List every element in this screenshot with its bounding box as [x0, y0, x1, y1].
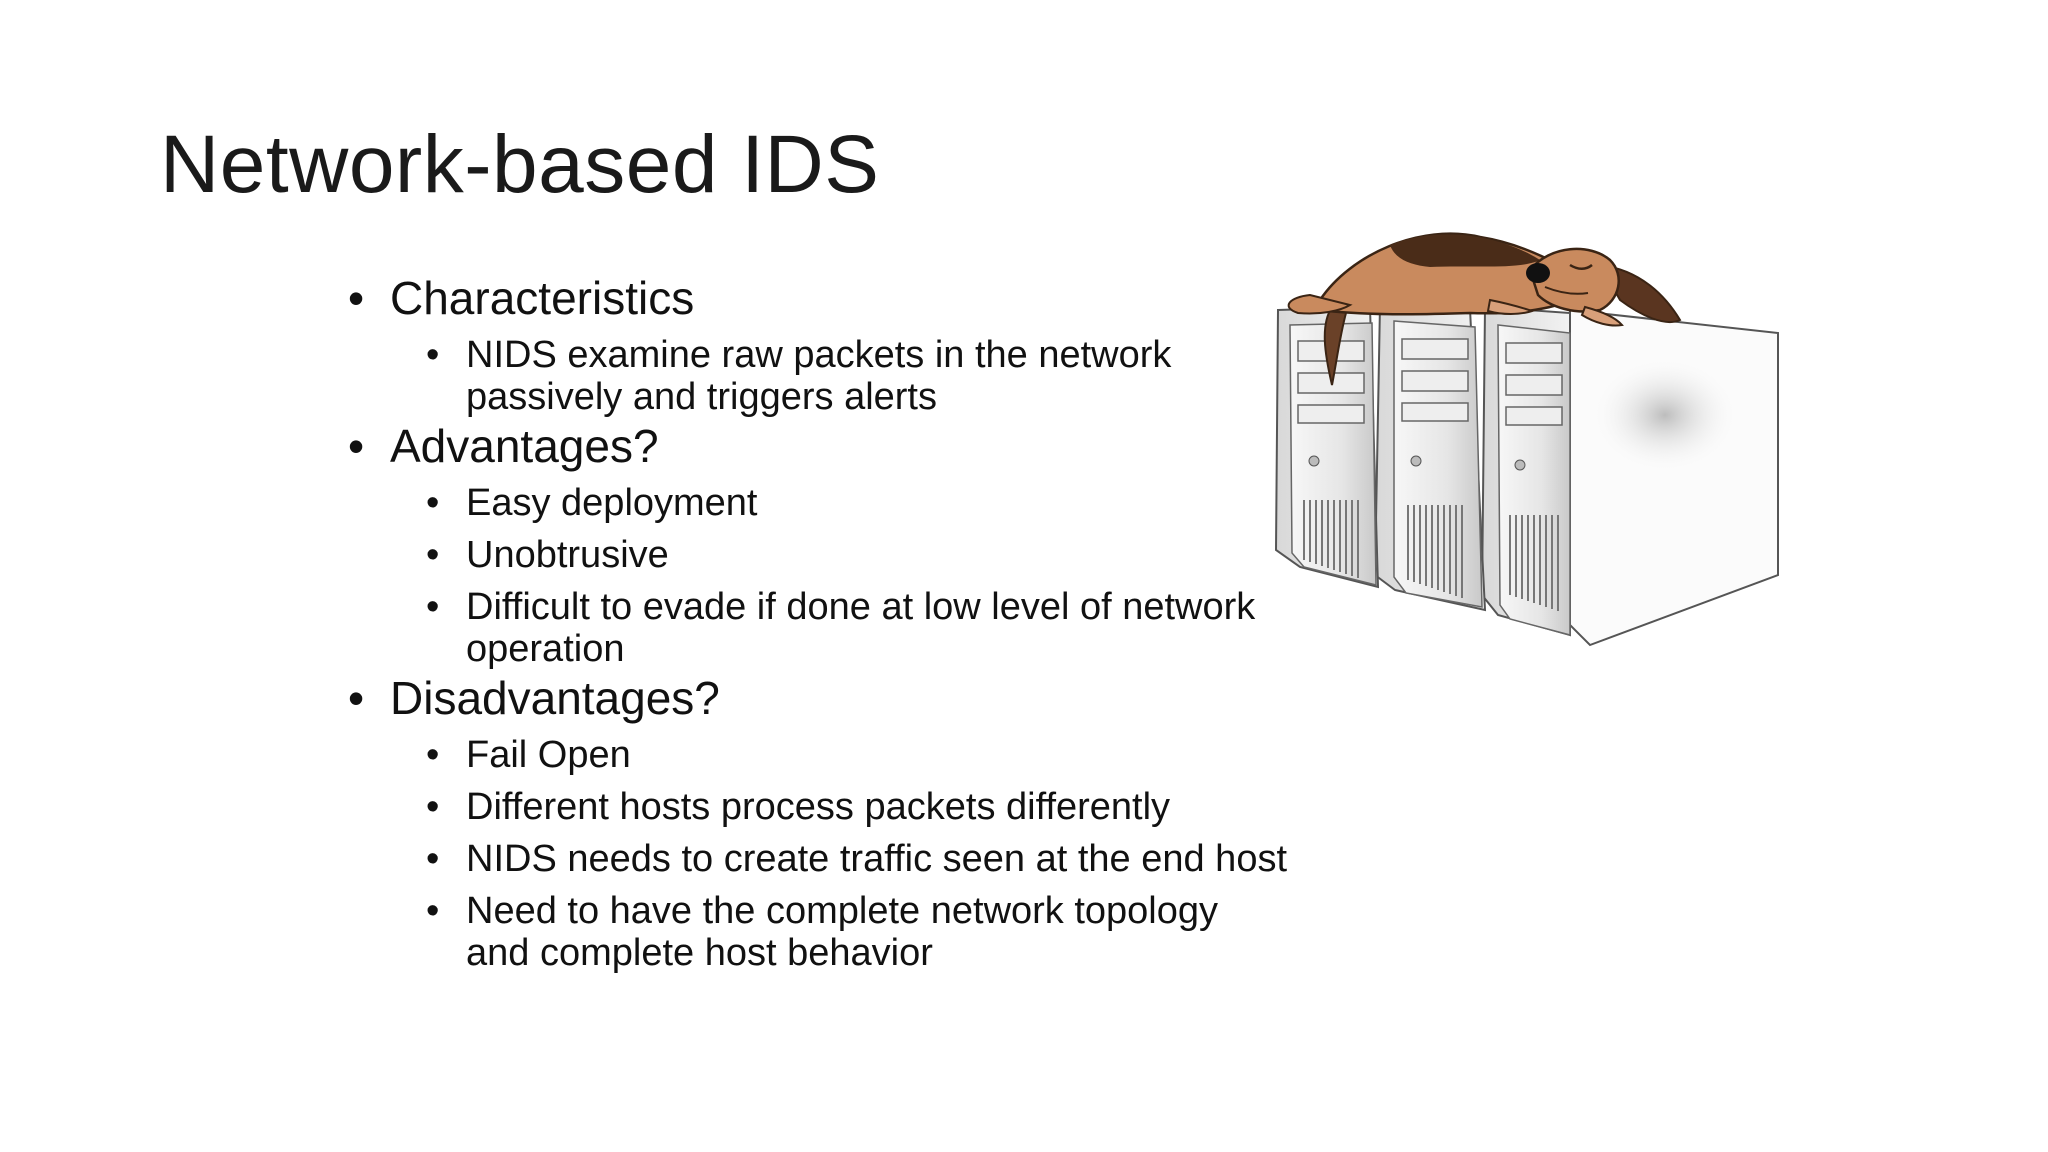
bullet-text: Easy deployment [466, 482, 758, 524]
bullet-icon: • [348, 272, 365, 324]
bullet-text: Need to have the complete network topolo… [466, 890, 1219, 974]
sleeping-dog-on-servers-image [1274, 232, 1779, 647]
bullet-level2: • Need to have the complete network topo… [426, 890, 1288, 974]
bullet-icon: • [426, 734, 440, 776]
bullet-icon: • [426, 890, 440, 932]
bullet-text: NIDS examine raw packets in the network … [466, 334, 1172, 418]
bullet-text: NIDS needs to create traffic seen at the… [466, 838, 1288, 880]
sub-bullet-list: • NIDS examine raw packets in the networ… [426, 334, 1288, 418]
bullet-level2: • Easy deployment [426, 482, 1288, 524]
section-heading: Characteristics [390, 272, 695, 324]
section-characteristics: • Characteristics • NIDS examine raw pac… [348, 270, 1288, 418]
bullet-level2: • NIDS needs to create traffic seen at t… [426, 838, 1288, 880]
bullet-level2: • Unobtrusive [426, 534, 1288, 576]
section-heading: Disadvantages? [390, 672, 720, 724]
section-disadvantages: • Disadvantages? • Fail Open • Different… [348, 670, 1288, 974]
bullet-level1: • Characteristics [348, 270, 1288, 326]
bullet-content: • Characteristics • NIDS examine raw pac… [348, 270, 1288, 974]
bullet-icon: • [426, 334, 440, 376]
bullet-icon: • [348, 672, 365, 724]
bullet-level1: • Advantages? [348, 418, 1288, 474]
bullet-icon: • [426, 838, 440, 880]
section-advantages: • Advantages? • Easy deployment • Unobtr… [348, 418, 1288, 670]
bullet-level2: • Different hosts process packets differ… [426, 786, 1288, 828]
bullet-text: Unobtrusive [466, 534, 669, 576]
bullet-icon: • [426, 534, 440, 576]
bullet-icon: • [426, 482, 440, 524]
bullet-icon: • [426, 786, 440, 828]
bullet-text: Fail Open [466, 734, 631, 776]
bullet-level2: • Difficult to evade if done at low leve… [426, 586, 1288, 670]
bullet-text: Difficult to evade if done at low level … [466, 586, 1256, 670]
bullet-level2: • NIDS examine raw packets in the networ… [426, 334, 1288, 418]
sub-bullet-list: • Easy deployment • Unobtrusive • Diffic… [426, 482, 1288, 670]
slide-title: Network-based IDS [160, 119, 880, 210]
bullet-level2: • Fail Open [426, 734, 1288, 776]
bullet-level1: • Disadvantages? [348, 670, 1288, 726]
bullet-text: Different hosts process packets differen… [466, 786, 1171, 828]
sub-bullet-list: • Fail Open • Different hosts process pa… [426, 734, 1288, 974]
bullet-icon: • [348, 420, 365, 472]
section-heading: Advantages? [390, 420, 659, 472]
bullet-icon: • [426, 586, 440, 628]
